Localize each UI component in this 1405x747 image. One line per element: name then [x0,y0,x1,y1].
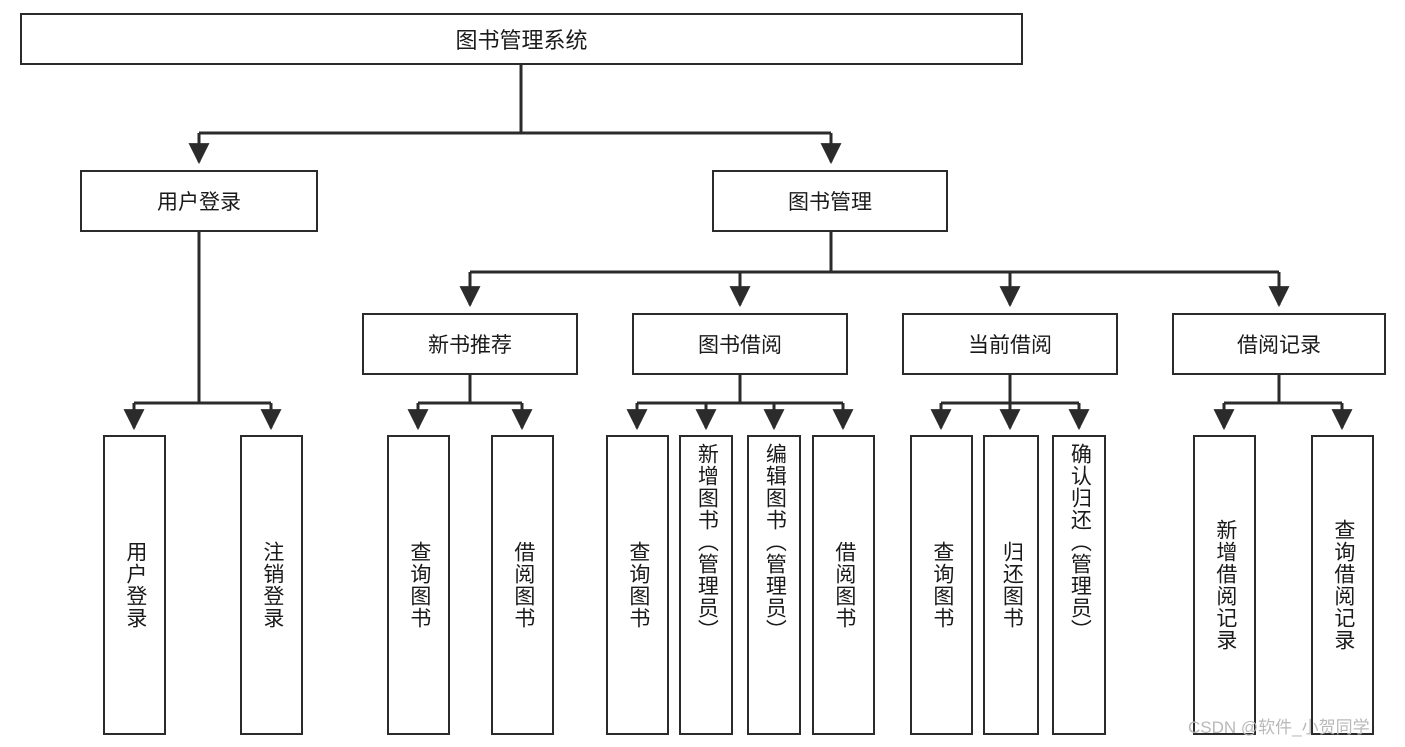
node-user-login[interactable]: 用户登录 [80,170,318,232]
leaf-inner: 新增图书（管理员） [681,437,731,739]
leaf-inner: 编辑图书（管理员） [749,437,799,739]
leaf-label: 借阅图书 [511,541,535,629]
leaf-inner: 确认归还（管理员） [1054,437,1104,739]
node-book-management[interactable]: 图书管理 [712,170,948,232]
node-label: 借阅记录 [1237,334,1321,357]
node-label: 图书管理 [788,191,872,214]
leaf-borrow-book[interactable]: 借阅图书 [812,435,875,735]
leaf-query-book-current[interactable]: 查询图书 [910,435,973,735]
leaf-inner: 查询图书 [608,437,667,733]
leaf-inner: 归还图书 [985,437,1037,733]
node-label: 新书推荐 [428,334,512,357]
node-current-borrow[interactable]: 当前借阅 [902,313,1118,375]
leaf-inner: 借阅图书 [814,437,873,733]
leaf-confirm-return-admin[interactable]: 确认归还（管理员） [1052,435,1106,735]
node-label: 当前借阅 [968,334,1052,357]
leaf-query-borrow-record[interactable]: 查询借阅记录 [1311,435,1374,735]
node-borrow-record[interactable]: 借阅记录 [1172,313,1386,375]
leaf-inner: 注销登录 [242,437,301,733]
watermark: CSDN @软件_小贺同学 [1188,718,1370,737]
node-root-system[interactable]: 图书管理系统 [20,13,1023,65]
leaf-inner: 借阅图书 [493,437,552,733]
leaf-logout[interactable]: 注销登录 [240,435,303,735]
leaf-label: 注销登录 [260,541,284,629]
node-new-book-recommend[interactable]: 新书推荐 [362,313,578,375]
leaf-query-book-new[interactable]: 查询图书 [387,435,450,735]
leaf-label: 用户登录 [123,541,147,629]
leaf-inner: 用户登录 [105,437,164,733]
leaf-label: 确认归还（管理员） [1068,443,1092,641]
leaf-add-book-admin[interactable]: 新增图书（管理员） [679,435,733,735]
leaf-label: 查询图书 [626,541,650,629]
leaf-label: 归还图书 [1000,541,1024,629]
leaf-return-book[interactable]: 归还图书 [983,435,1039,735]
leaf-edit-book-admin[interactable]: 编辑图书（管理员） [747,435,801,735]
leaf-label: 查询借阅记录 [1331,519,1355,651]
node-label: 图书借阅 [698,334,782,357]
leaf-label: 新增借阅记录 [1213,519,1237,651]
leaf-label: 查询图书 [930,541,954,629]
leaf-label: 借阅图书 [832,541,856,629]
leaf-label: 编辑图书（管理员） [763,443,787,641]
node-label: 图书管理系统 [455,28,588,53]
leaf-label: 查询图书 [407,541,431,629]
leaf-borrow-book-new[interactable]: 借阅图书 [491,435,554,735]
leaf-query-book-borrow[interactable]: 查询图书 [606,435,669,735]
leaf-inner: 查询图书 [389,437,448,733]
leaf-add-borrow-record[interactable]: 新增借阅记录 [1193,435,1256,735]
leaf-label: 新增图书（管理员） [695,443,719,641]
node-book-borrow[interactable]: 图书借阅 [632,313,848,375]
leaf-inner: 查询借阅记录 [1313,437,1372,733]
node-label: 用户登录 [157,191,241,214]
leaf-inner: 查询图书 [912,437,971,733]
leaf-inner: 新增借阅记录 [1195,437,1254,733]
leaf-user-login[interactable]: 用户登录 [103,435,166,735]
